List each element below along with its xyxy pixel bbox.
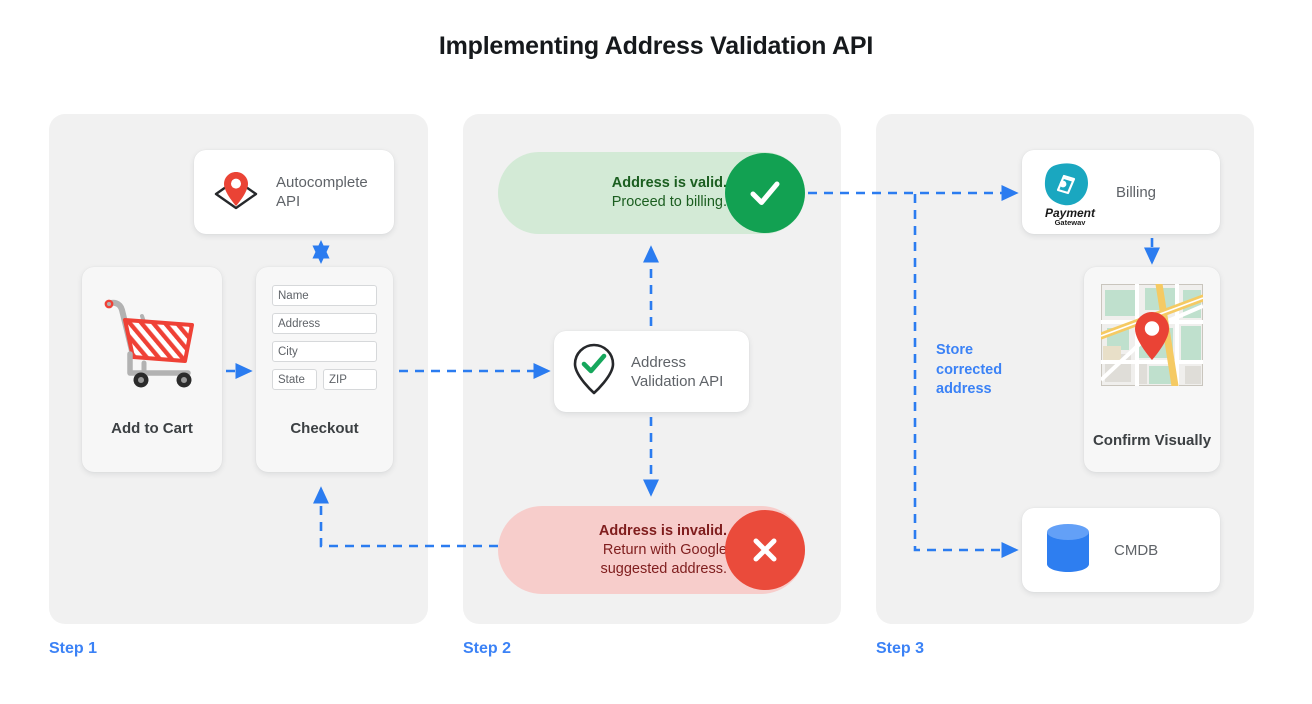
card-add-to-cart[interactable]: Add to Cart — [82, 267, 222, 472]
card-cmdb[interactable]: CMDB — [1022, 508, 1220, 592]
close-icon — [725, 510, 805, 590]
card-autocomplete-api[interactable]: Autocomplete API — [194, 150, 394, 234]
field-state[interactable]: State — [272, 369, 317, 390]
field-address[interactable]: Address — [272, 313, 377, 334]
check-icon — [725, 153, 805, 233]
store-label-line-3: address — [936, 381, 992, 397]
pill-valid-text: Address is valid. Proceed to billing. — [498, 174, 805, 212]
card-billing[interactable]: Payment Gateway Billing — [1022, 150, 1220, 234]
step-1-label: Step 1 — [49, 640, 98, 657]
card-confirm-visually[interactable]: Confirm Visually — [1084, 267, 1220, 472]
field-city[interactable]: City — [272, 341, 377, 362]
card-billing-label: Billing — [1116, 183, 1157, 201]
map-thumbnail-icon — [1097, 280, 1207, 391]
store-label-line-1: Store — [936, 342, 974, 358]
field-zip[interactable]: ZIP — [323, 369, 377, 390]
card-address-validation-api[interactable]: Address Validation API — [554, 331, 749, 412]
map-pin-diamond-icon — [208, 164, 264, 221]
pill-address-invalid: Address is invalid. Return with Google s… — [498, 506, 805, 594]
step-3-label: Step 3 — [876, 640, 925, 657]
gateway-logo-word: Gateway — [1055, 218, 1087, 225]
step-2-label: Step 2 — [463, 640, 512, 657]
pill-valid-title: Address is valid. — [611, 175, 727, 191]
payment-gateway-icon: Payment Gateway — [1036, 159, 1106, 227]
page-title: Implementing Address Validation API — [438, 32, 874, 60]
pill-invalid-subtitle-1: Return with Google — [602, 541, 727, 558]
store-corrected-address-label: Store corrected address — [936, 341, 1002, 400]
pin-check-icon — [570, 340, 618, 403]
card-checkout-caption: Checkout — [290, 420, 359, 437]
card-validation-label: Address Validation API — [631, 353, 724, 390]
database-cylinder-icon — [1044, 520, 1092, 581]
payment-logo-word: Payment — [1045, 206, 1096, 220]
pill-address-valid: Address is valid. Proceed to billing. — [498, 152, 805, 234]
card-checkout[interactable]: Name Address City State ZIP Checkout — [256, 267, 393, 472]
field-name[interactable]: Name — [272, 285, 377, 306]
card-cmdb-label: CMDB — [1114, 541, 1159, 559]
pill-invalid-subtitle-2: suggested address. — [600, 560, 727, 577]
card-autocomplete-label: Autocomplete API — [276, 174, 368, 210]
pill-invalid-text: Address is invalid. Return with Google s… — [498, 522, 805, 579]
pill-invalid-title: Address is invalid. — [598, 522, 727, 539]
shopping-cart-icon — [100, 291, 204, 396]
pill-valid-subtitle: Proceed to billing. — [611, 194, 727, 210]
store-label-line-2: corrected — [936, 361, 1003, 378]
card-map-caption: Confirm Visually — [1084, 431, 1220, 450]
card-map-caption-text: Confirm Visually — [1092, 432, 1212, 449]
card-add-to-cart-caption: Add to Cart — [111, 420, 193, 437]
